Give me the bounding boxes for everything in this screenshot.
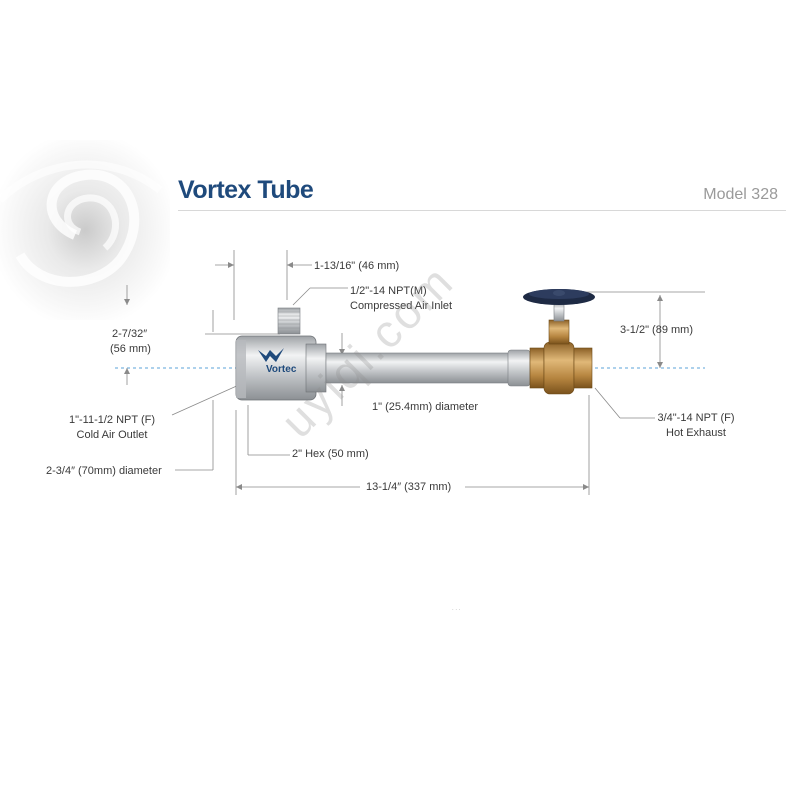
page-title: Vortex Tube [178,176,314,204]
overall-length-label: 13-1/4″ (337 mm) [366,481,452,493]
inlet-name-label: Compressed Air Inlet [350,300,453,312]
hex-label: 2" Hex (50 mm) [292,448,369,460]
svg-text:. . .: . . . [452,606,461,612]
inlet-thread-label: 1/2"-14 NPT(M) [350,285,427,297]
dimension-arrows [124,262,663,490]
handwheel-icon [523,289,595,305]
hot-exhaust-thread-label: 3/4"-14 NPT (F) [657,412,735,424]
model-number: Model 328 [703,186,778,203]
cold-outlet-name-label: Cold Air Outlet [76,429,148,441]
right-height-label: 3-1/2" (89 mm) [620,324,693,336]
header-divider [178,210,786,211]
left-height-label-2: (56 mm) [110,343,151,355]
hot-exhaust-valve [529,302,593,395]
body-diameter-label: 2-3/4″ (70mm) diameter [46,465,162,477]
hot-exhaust-name-label: Hot Exhaust [666,427,726,439]
air-inlet-fitting [277,307,301,335]
brand-logo: Vortec [266,364,297,375]
vortex-generator-body [235,335,327,401]
swirl-background [0,140,170,320]
top-width-label: 1-13/16" (46 mm) [314,260,400,272]
left-height-label-1: 2-7/32″ [112,328,148,340]
cold-outlet-thread-label: 1"-11-1/2 NPT (F) [68,414,156,426]
tube-diameter-label: 1" (25.4mm) diameter [372,401,478,413]
hot-tube [325,349,531,387]
